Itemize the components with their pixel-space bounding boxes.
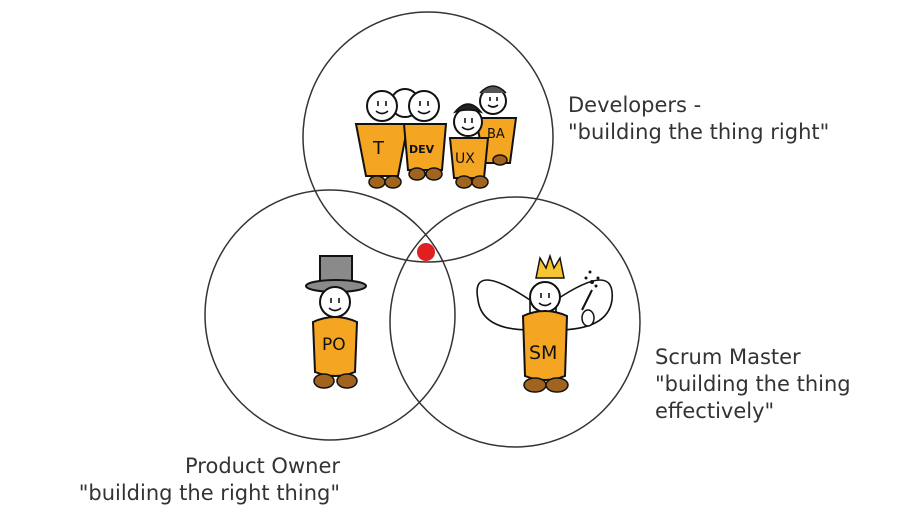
scrum-master-circle [389, 196, 641, 448]
product-owner-name: Product Owner [185, 454, 340, 478]
badge-po: PO [322, 335, 346, 355]
scrum-master-figure [476, 253, 613, 393]
developers-label: Developers - "building the thing right" [568, 92, 829, 146]
product-owner-motto: "building the right thing" [78, 481, 340, 505]
badge-sm: SM [529, 342, 557, 364]
badge-dev: DEV [409, 143, 435, 156]
developers-figures [354, 85, 518, 189]
developers-motto: "building the thing right" [568, 120, 830, 144]
badge-t: T [372, 138, 385, 159]
center-dot [417, 243, 435, 261]
scrum-master-label: Scrum Master "building the thing effecti… [655, 344, 851, 425]
scrum-master-motto-line2: effectively" [655, 399, 775, 423]
developers-name: Developers - [568, 93, 702, 117]
badge-ux: UX [455, 151, 475, 167]
scrum-master-name: Scrum Master [655, 345, 801, 369]
badge-ba: BA [487, 127, 505, 142]
product-owner-label: Product Owner "building the right thing" [60, 453, 340, 507]
scrum-master-motto-line1: "building the thing [655, 372, 851, 396]
product-owner-figure [305, 255, 367, 389]
developers-circle [302, 11, 554, 263]
product-owner-circle [204, 189, 456, 441]
